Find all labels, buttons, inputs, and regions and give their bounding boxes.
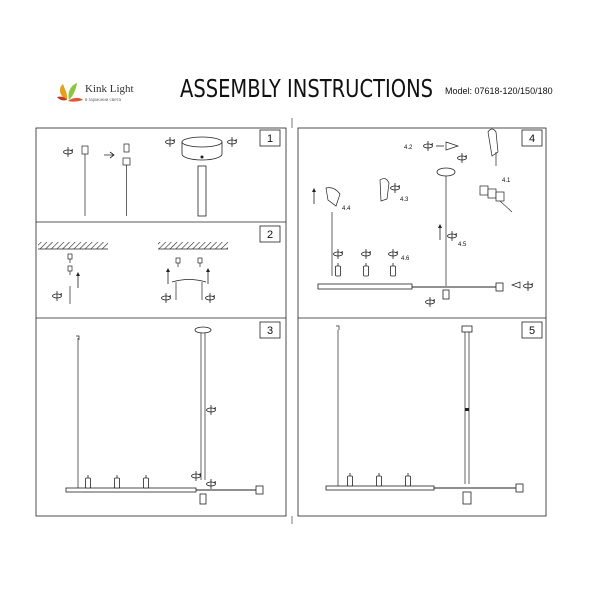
step-2-diagram — [38, 242, 228, 304]
step-2-number: 2 — [259, 225, 281, 243]
hand-icon — [379, 178, 390, 202]
screw-icon — [67, 253, 73, 264]
ceiling-canopy — [436, 167, 456, 177]
ceiling-canopy — [194, 326, 212, 334]
bulb-icon — [511, 281, 521, 289]
bulb-holder — [376, 472, 382, 487]
terminal-block — [479, 185, 513, 213]
step-label: 4.3 — [400, 197, 409, 203]
outer-frame — [35, 118, 547, 524]
step-label: 4.1 — [502, 178, 511, 184]
step-label: 4.5 — [458, 242, 467, 248]
screwdriver — [445, 141, 460, 151]
screw-icon — [197, 257, 203, 268]
step-label: 4.6 — [401, 256, 410, 262]
bulb-holder — [405, 472, 411, 487]
mounting-rod — [197, 165, 207, 217]
leaf-logo-icon — [57, 83, 83, 102]
rotate-arrow-icon — [206, 404, 217, 416]
pendant-socket — [462, 491, 472, 505]
step-4-number: 4 — [521, 129, 543, 147]
pendant-socket — [199, 493, 207, 505]
rotate-arrow-icon — [523, 280, 534, 292]
bulb-holder — [143, 474, 149, 489]
rotate-arrow-icon — [205, 292, 216, 304]
bulb-holder — [347, 472, 353, 487]
step-label: 4.2 — [404, 145, 413, 151]
rotate-arrow-icon — [423, 140, 434, 152]
step-3-diagram — [65, 326, 264, 505]
svg-text:2: 2 — [267, 229, 273, 241]
right-arrow-icon — [104, 151, 115, 159]
rotate-arrow-icon — [361, 248, 372, 260]
rotate-arrow-icon — [390, 182, 401, 194]
up-arrow-icon — [165, 267, 171, 285]
svg-text:5: 5 — [529, 325, 535, 337]
bulb-holder — [390, 262, 396, 277]
brand-tagline: в гармонии света — [85, 97, 122, 102]
step-1-diagram — [63, 136, 238, 217]
step-1-number: 1 — [259, 129, 281, 147]
rotate-arrow-icon — [388, 248, 399, 260]
up-arrow-icon — [437, 223, 443, 241]
bulb-holder — [363, 262, 369, 277]
model-number: Model: 07618-120/150/180 — [445, 86, 553, 96]
pendant-socket — [442, 289, 450, 300]
bulb-holder — [335, 262, 341, 277]
mounting-bracket — [171, 279, 207, 283]
step-5-diagram — [325, 325, 524, 505]
light-bar — [65, 487, 197, 493]
step-label: 4.4 — [342, 206, 351, 212]
svg-text:4: 4 — [529, 133, 535, 145]
step-4-diagram: 4.2 4.1 4.5 4.3 4.4 4.6 — [311, 128, 534, 308]
rotate-arrow-icon — [165, 136, 176, 148]
screw-icon — [67, 265, 73, 276]
rotate-arrow-icon — [227, 136, 238, 148]
bulb-holder — [85, 474, 91, 489]
rotate-arrow-icon — [206, 478, 217, 490]
light-bar — [317, 283, 413, 290]
rotate-arrow-icon — [447, 230, 458, 242]
svg-text:1: 1 — [267, 133, 273, 145]
rotate-arrow-icon — [333, 248, 344, 260]
up-arrow-icon — [205, 267, 211, 285]
light-bar — [325, 485, 435, 491]
bulb-holder — [114, 474, 120, 489]
rotate-arrow-icon — [52, 290, 63, 302]
step-5-number: 5 — [521, 321, 543, 339]
svg-text:3: 3 — [267, 325, 273, 337]
rotate-arrow-icon — [63, 146, 74, 158]
step-3-number: 3 — [259, 321, 281, 339]
rotate-arrow-icon — [191, 470, 202, 482]
cable-clamp — [81, 145, 89, 155]
up-arrow-icon — [75, 271, 81, 289]
ceiling-hatch — [38, 242, 108, 249]
rotate-arrow-icon — [161, 292, 172, 304]
brand-logo: Kink Light в гармонии света — [55, 80, 155, 106]
hand-icon — [325, 187, 341, 207]
rotate-arrow-icon — [457, 152, 468, 164]
hand-icon — [487, 128, 499, 157]
up-arrow-icon — [311, 187, 317, 205]
page-title: ASSEMBLY INSTRUCTIONS — [180, 74, 434, 103]
rotate-arrow-icon — [425, 296, 436, 308]
screw-icon — [175, 257, 181, 268]
ceiling-canopy — [461, 325, 473, 333]
brand-name: Kink Light — [85, 83, 134, 95]
